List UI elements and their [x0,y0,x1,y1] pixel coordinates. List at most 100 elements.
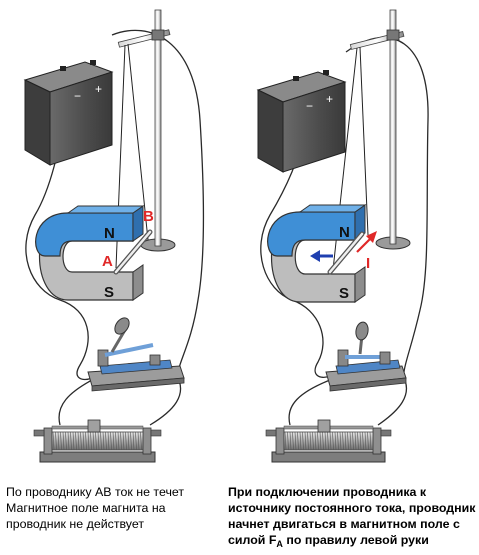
coil-winding [85,431,87,451]
coil-winding [329,431,332,451]
coil-winding [55,431,57,451]
right-wire-rheostat-to-switch [288,379,331,426]
coil-winding [299,431,302,451]
coil-winding [327,431,329,451]
right-caption-subscript: A [276,539,283,549]
coil-winding [349,431,352,451]
coil-winding [352,431,354,451]
coil-winding [122,431,125,451]
left-setup: − + N S A B [23,9,205,463]
coil-winding [317,431,319,451]
left-caption-line-2: Магнитное поле магнита на [6,501,166,515]
current-label: I [366,255,370,272]
coil-winding [127,431,130,451]
coil-winding [75,431,77,451]
current-arrow: I [356,231,377,272]
right-caption: При подключении проводника к источнику п… [228,484,478,552]
coil-winding [62,431,65,451]
coil-winding [57,431,60,451]
right-wire-stand-to-switch [345,36,429,373]
right-knife-switch-icon [325,321,407,392]
force-label: F [296,250,305,266]
right-caption-prefix: силой F [228,533,277,547]
coil-winding [135,431,137,451]
left-caption-line-3: проводник не действует [6,517,145,531]
right-setup: − + N S F A I [256,9,429,463]
left-rheostat-icon [33,419,162,463]
left-conductor: A B [102,208,154,275]
coil-winding [130,431,132,451]
left-wire-battery-to-switch [25,95,93,381]
left-caption: По проводнику АВ ток не течет Магнитное … [6,484,221,532]
coil-winding [115,431,117,451]
coil-winding [289,431,292,451]
coil-winding [357,431,359,451]
coil-winding [80,431,82,451]
coil-winding [284,431,287,451]
coil-winding [97,431,100,451]
coil-winding [342,431,344,451]
force-subscript: A [306,260,313,270]
right-battery-plus: + [326,92,333,106]
coil-winding [67,431,70,451]
coil-winding [112,431,115,451]
coil-winding [100,431,102,451]
coil-winding [297,431,299,451]
coil-winding [347,431,349,451]
left-battery-icon: − + [23,60,114,166]
coil-winding [90,431,92,451]
right-caption-line-3: начнет двигаться в магнитном поле с [228,517,460,531]
coil-winding [120,431,122,451]
coil-winding [307,431,309,451]
coil-winding [354,431,357,451]
right-magnet-north-label: N [339,224,350,241]
coil-winding [367,431,369,451]
left-magnet-north-label: N [104,225,115,242]
coil-winding [369,431,372,451]
coil-winding [319,431,322,451]
coil-winding [105,431,107,451]
coil-winding [92,431,95,451]
coil-winding [294,431,297,451]
right-caption-line-4: силой FA по правилу левой руки [228,532,478,552]
coil-winding [309,431,312,451]
coil-winding [140,431,142,451]
left-point-b-label: B [143,208,154,225]
coil-winding [65,431,67,451]
right-magnet-icon: N S [267,204,367,303]
coil-winding [72,431,75,451]
coil-winding [107,431,110,451]
right-battery-minus: − [306,99,313,113]
coil-winding [304,431,307,451]
coil-winding [110,431,112,451]
coil-winding [70,431,72,451]
coil-winding [312,431,314,451]
experiment-illustration: − + N S A B [23,9,429,463]
left-point-a-label: A [102,253,113,270]
left-caption-line-1: По проводнику АВ ток не течет [6,485,185,499]
coil-winding [334,431,337,451]
right-caption-suffix: по правилу левой руки [282,533,429,547]
right-caption-line-1: При подключении проводника к [228,485,427,499]
left-battery-minus: − [74,89,81,103]
coil-winding [102,431,105,451]
coil-winding [137,431,140,451]
coil-winding [82,431,85,451]
coil-winding [132,431,135,451]
right-conductor [327,231,365,275]
coil-winding [364,431,367,451]
coil-winding [117,431,120,451]
coil-winding [314,431,317,451]
coil-winding [292,431,294,451]
coil-winding [339,431,342,451]
left-magnet-icon: N S [35,205,145,301]
right-rheostat-icon [265,419,392,463]
coil-winding [359,431,362,451]
coil-winding [362,431,364,451]
left-magnet-south-label: S [104,284,114,301]
left-knife-switch-icon [87,317,185,392]
left-battery-plus: + [95,82,102,96]
coil-winding [302,431,304,451]
coil-winding [87,431,90,451]
coil-winding [287,431,289,451]
